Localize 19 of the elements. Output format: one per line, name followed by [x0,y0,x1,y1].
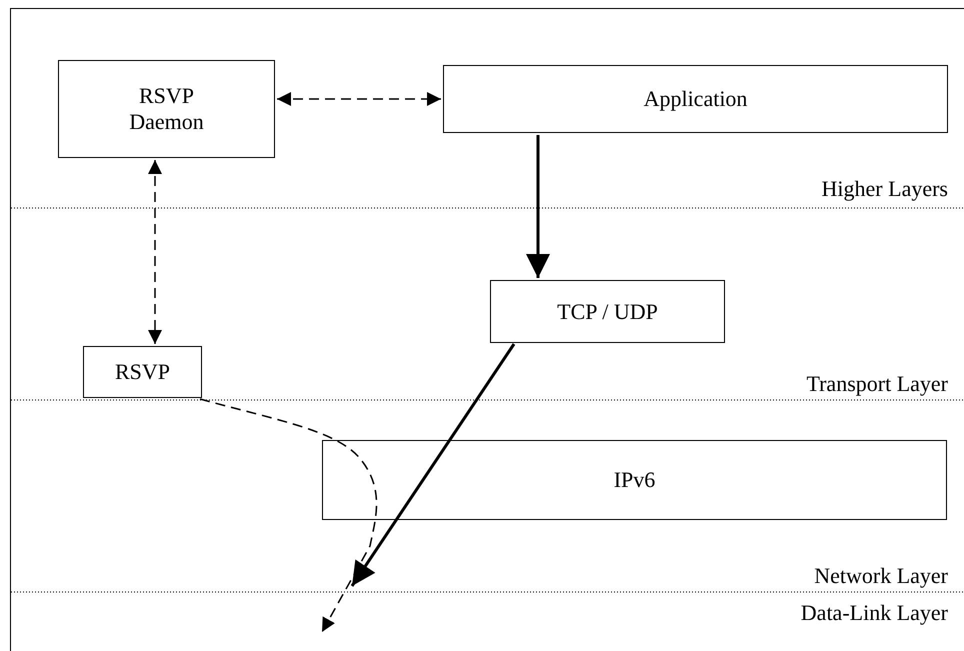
layer-label: Higher Layers [822,176,948,202]
layer-label: Transport Layer [806,371,948,397]
box-text: IPv6 [614,467,656,493]
arrow [277,92,441,106]
process-box [443,65,948,133]
process-box [490,280,725,343]
process-box [58,60,275,158]
box-text: Application [644,86,748,112]
arrow [526,135,550,278]
arrow [350,343,516,587]
layer-label: Data-Link Layer [800,600,948,626]
box-text: RSVP [114,359,170,385]
arrow [148,160,162,344]
process-box [322,440,947,520]
box-text: TCP / UDP [557,298,658,324]
arrow [200,398,378,632]
layer-label: Network Layer [814,563,948,589]
box-text: RSVP Daemon [128,83,205,135]
process-box [83,346,202,398]
